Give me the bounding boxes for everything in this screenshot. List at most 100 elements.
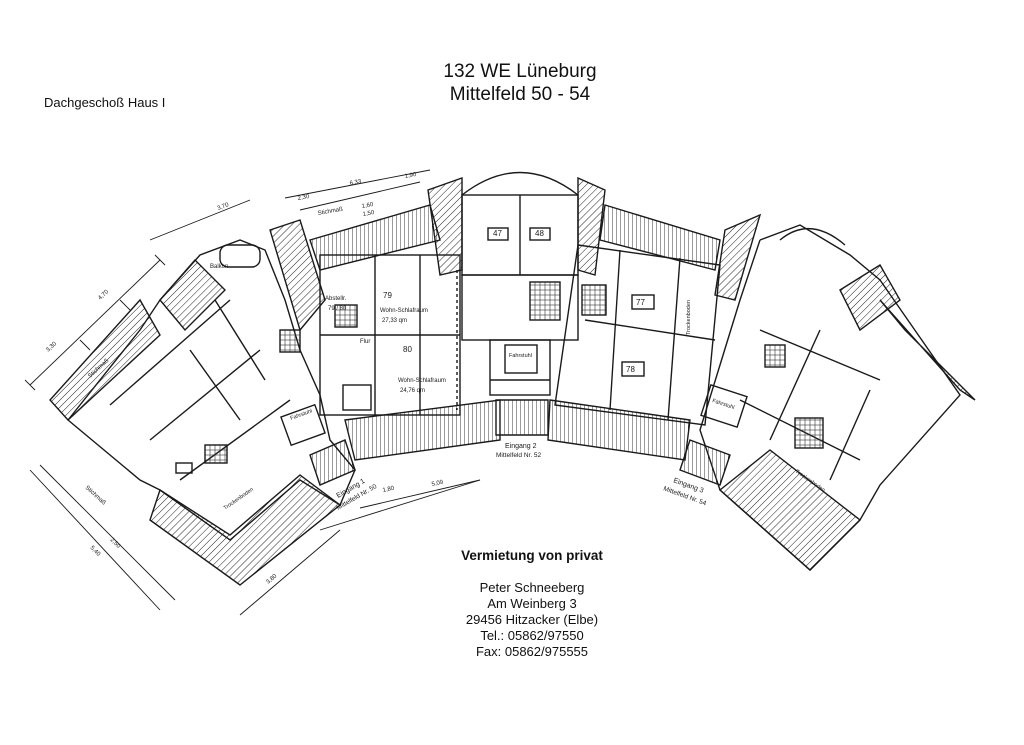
project-address: Mittelfeld 50 - 54 — [449, 84, 591, 105]
center-right-wall-3 — [667, 257, 681, 421]
dim-tick — [154, 254, 166, 266]
room-label-abstell: Abstellr. — [325, 296, 347, 302]
left-bath-tiles-1 — [204, 444, 228, 464]
left-inner-wall-2 — [149, 349, 261, 441]
room-label-balkon: Balkon — [210, 264, 228, 270]
center-right-roof-hatch — [599, 204, 721, 271]
center-left-storage — [342, 384, 372, 411]
center-bottom-roof-hatch — [344, 399, 501, 461]
dim-line-top-left — [149, 199, 251, 241]
dim-line-left-bottom — [29, 469, 161, 611]
left-inner-wall-4 — [189, 349, 241, 421]
unit-number-77: 77 — [636, 298, 645, 307]
entrance-3-steps — [679, 439, 731, 486]
elevator-label-left: Fahrstuhl — [290, 408, 314, 421]
dim-line-bottom-2 — [319, 479, 481, 531]
title-block: 132 WE Lüneburg Mittelfeld 50 - 54 — [400, 60, 640, 106]
dimension-lines — [24, 169, 481, 616]
tower-bath — [529, 281, 561, 321]
unit-box-47 — [487, 227, 509, 241]
dim-label-3-30: 3,30 — [45, 341, 58, 354]
dim-label-2-50: 2,50 — [109, 537, 122, 550]
unit-number-78: 78 — [626, 365, 635, 374]
dim-label-1-60: 1,60 — [361, 202, 374, 210]
center-right-wall-2 — [609, 249, 621, 411]
unit-number-79: 79 — [383, 291, 392, 300]
center-right-block — [547, 204, 721, 461]
entrance-1-steps — [309, 439, 356, 486]
room-label-trockenboden-left: Trockenboden — [223, 487, 255, 512]
room-label-wohn-1: Wohn-Schlafraum — [380, 308, 428, 314]
center-right-wall-1 — [584, 319, 716, 341]
contact-block: Vermietung von privat Peter Schneeberg A… — [420, 548, 644, 660]
dim-label-1-50: 1,50 — [362, 210, 375, 218]
floor-subtitle: Dachgeschoß Haus I — [44, 95, 166, 110]
unit-box-48 — [529, 227, 551, 241]
entrance-2-address: Mittelfeld Nr. 52 — [496, 452, 542, 459]
dim-label-3-70: 3,70 — [217, 202, 231, 212]
tower-bay — [461, 171, 579, 196]
unit-number-48: 48 — [535, 229, 544, 238]
center-left-block — [309, 204, 501, 461]
rental-heading: Vermietung von privat — [461, 548, 603, 563]
dim-line-top — [284, 169, 431, 199]
contact-street: Am Weinberg 3 — [487, 596, 577, 611]
right-elevator — [700, 384, 748, 428]
left-dormer-hatch — [269, 219, 326, 332]
unit-box-77 — [631, 294, 655, 310]
right-wing — [309, 213, 976, 571]
dim-line-bottom-3 — [359, 479, 481, 509]
left-inner-wall-3 — [179, 399, 291, 481]
center-left-bath — [334, 304, 358, 328]
dim-label-5-09: 5,09 — [431, 480, 444, 488]
dim-tick — [24, 379, 36, 391]
contact-fax: Fax: 05862/975555 — [475, 644, 589, 659]
center-tower — [427, 171, 606, 436]
right-bay — [779, 227, 846, 246]
tower-right-hatch — [577, 176, 606, 276]
contact-name: Peter Schneeberg — [479, 580, 585, 595]
left-bath-tiles-2 — [279, 329, 301, 353]
entrance-2-label: Eingang 2 — [505, 443, 537, 450]
center-elevator — [504, 344, 538, 374]
center-right-bath — [581, 284, 607, 316]
elevator-label-center: Fahrstuhl — [509, 353, 532, 359]
project-title: 132 WE Lüneburg — [443, 61, 597, 82]
dim-label-5-40: 5,40 — [89, 545, 102, 558]
unit-number-47: 47 — [493, 229, 502, 238]
right-bath-tiles-1 — [794, 417, 824, 449]
dim-line-left-bottom-2 — [39, 464, 176, 601]
entrance-2-steps — [495, 399, 549, 436]
dim-label-6-33: 6,33 — [349, 179, 362, 187]
room-label-abstell-nr: 79 / 80 — [328, 306, 347, 312]
left-wing — [49, 219, 356, 586]
right-wing-outline — [699, 224, 961, 571]
contact-city: 29456 Hitzacker (Elbe) — [465, 612, 599, 627]
left-elevator — [280, 403, 326, 447]
dim-label-2-30: 2,30 — [297, 194, 310, 202]
dim-label-1-80: 1,80 — [382, 486, 395, 494]
stichmass-label-top: Stichmaß — [317, 207, 343, 217]
left-inner-wall-5 — [214, 299, 266, 381]
right-inner-wall-3 — [769, 329, 821, 441]
room-label-flur: Flur — [360, 339, 370, 345]
contact-phone: Tel.: 05862/97550 — [480, 628, 584, 643]
dim-label-1-90: 1,90 — [404, 172, 417, 180]
dim-tick — [119, 299, 131, 311]
dim-tick — [79, 339, 91, 351]
right-inner-wall-1 — [759, 329, 881, 381]
unit-number-80: 80 — [403, 345, 412, 354]
dim-line-top-2 — [299, 181, 421, 211]
left-roof-hatch-outer — [49, 298, 161, 421]
elevator-label-right: Fahrstuhl — [711, 398, 735, 411]
right-bath-tiles-2 — [764, 344, 786, 368]
unit-box-78 — [621, 361, 645, 377]
right-inner-wall-4 — [829, 389, 871, 481]
tower-stairwell — [489, 339, 551, 396]
room-label-trockenboden-center: Trockenboden — [686, 300, 692, 335]
left-roof-hatch-top — [159, 258, 226, 332]
right-roof-hatch-top — [839, 264, 901, 332]
right-roof-hatch-outer — [879, 299, 976, 401]
